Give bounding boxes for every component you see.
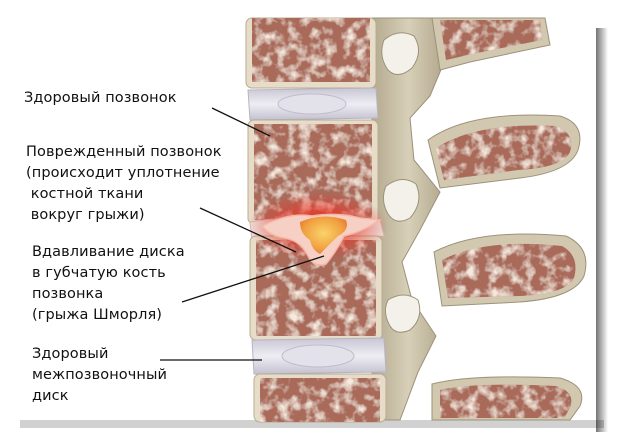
label-healthy-vertebra: Здоровый позвонок — [24, 90, 177, 106]
hernia-nucleus-core — [300, 216, 347, 254]
leader-lines — [160, 107, 325, 361]
frame-shadow-bottom — [20, 420, 604, 428]
label-healthy-disc: Здоровый межпозвоночный диск — [32, 346, 168, 404]
label-damaged-vertebra: Поврежденный позвонок (происходит уплотн… — [26, 144, 222, 223]
vertebra-top-spongy — [252, 18, 370, 82]
posterior-spine-elements — [371, 17, 587, 421]
leader-line-healthy-vertebra — [211, 107, 271, 137]
intervertebral-foramen-middle — [382, 179, 420, 222]
leader-line-schmorl-hernia — [181, 255, 325, 303]
spinous-process-upper-section — [436, 125, 572, 180]
intervertebral-foramen-upper — [381, 32, 419, 75]
vertebra-bottom-spongy — [260, 378, 380, 422]
schmorl-node-lesion — [248, 192, 388, 266]
disc-healthy-lower-nucleus — [281, 344, 355, 368]
spinous-process-lower-section — [442, 243, 576, 298]
frame-shadow-right — [596, 28, 608, 432]
leader-line-damaged-vertebra — [199, 207, 297, 253]
label-schmorl-hernia: Вдавливание диска в губчатую кость позво… — [32, 244, 185, 323]
disc-upper-nucleus — [277, 93, 347, 115]
intervertebral-foramen-lower — [384, 294, 421, 333]
spinous-process-bottom-section — [440, 384, 572, 418]
spinous-process-top-section — [440, 20, 542, 60]
